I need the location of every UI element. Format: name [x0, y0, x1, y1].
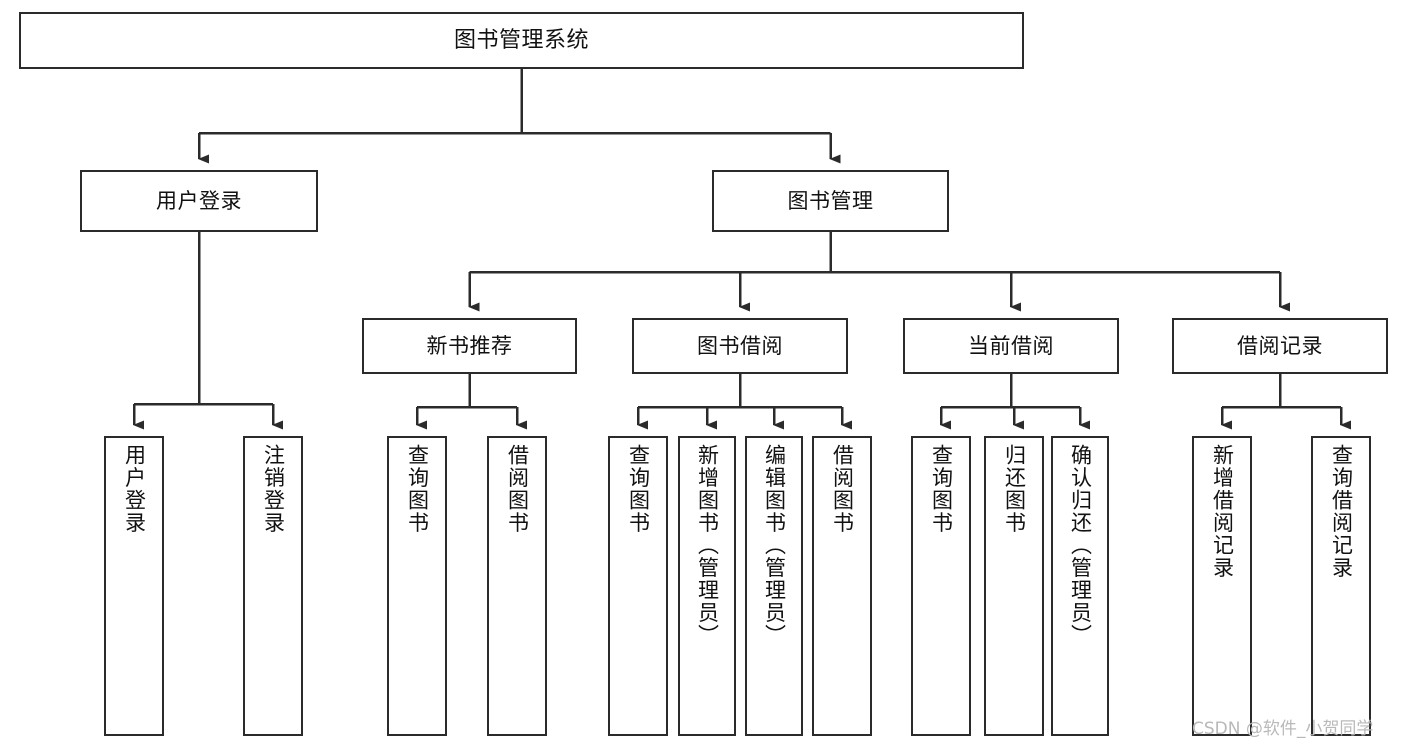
- node-label: 新增借阅记录: [1210, 444, 1235, 579]
- node-leaf-current-1[interactable]: 查询图书: [911, 436, 971, 736]
- node-label: 借阅图书: [505, 444, 530, 534]
- node-leaf-records-2[interactable]: 查询借阅记录: [1311, 436, 1371, 736]
- node-leaf-records-1[interactable]: 新增借阅记录: [1192, 436, 1252, 736]
- node-label: 查询借阅记录: [1329, 444, 1354, 579]
- connector-group: [132, 69, 1351, 430]
- node-leaf-borrow-1[interactable]: 查询图书: [608, 436, 668, 736]
- node-label: 借阅记录: [1237, 333, 1323, 358]
- node-bookmgmt[interactable]: 图书管理: [712, 170, 949, 232]
- node-label: 当前借阅: [968, 333, 1054, 358]
- node-label: 新书推荐: [426, 333, 513, 358]
- node-label: 图书借阅: [697, 333, 783, 358]
- node-borrow[interactable]: 图书借阅: [632, 318, 848, 374]
- node-label: 图书管理: [787, 188, 874, 213]
- node-label: 编辑图书（管理员）: [762, 444, 787, 647]
- node-current[interactable]: 当前借阅: [903, 318, 1119, 374]
- node-label: 归还图书: [1002, 444, 1027, 534]
- node-leaf-current-2[interactable]: 归还图书: [984, 436, 1044, 736]
- node-leaf-newbook-2[interactable]: 借阅图书: [487, 436, 547, 736]
- node-leaf-borrow-3[interactable]: 编辑图书（管理员）: [745, 436, 803, 736]
- node-login[interactable]: 用户登录: [80, 170, 318, 232]
- node-newbook[interactable]: 新书推荐: [362, 318, 577, 374]
- node-label: 图书管理系统: [453, 27, 589, 53]
- node-label: 查询图书: [405, 444, 430, 534]
- node-leaf-login-1[interactable]: 用户登录: [104, 436, 164, 736]
- node-leaf-login-2[interactable]: 注销登录: [243, 436, 303, 736]
- node-label: 确认归还（管理员）: [1068, 444, 1093, 647]
- node-label: 借阅图书: [830, 444, 855, 534]
- node-label: 查询图书: [929, 444, 954, 534]
- node-label: 新增图书（管理员）: [695, 444, 720, 647]
- node-label: 注销登录: [261, 444, 286, 534]
- node-leaf-borrow-2[interactable]: 新增图书（管理员）: [678, 436, 736, 736]
- node-label: 查询图书: [626, 444, 651, 534]
- node-label: 用户登录: [122, 444, 147, 534]
- node-leaf-newbook-1[interactable]: 查询图书: [387, 436, 447, 736]
- node-root[interactable]: 图书管理系统: [19, 12, 1024, 69]
- node-leaf-current-3[interactable]: 确认归还（管理员）: [1051, 436, 1109, 736]
- node-records[interactable]: 借阅记录: [1172, 318, 1388, 374]
- node-label: 用户登录: [156, 188, 242, 213]
- node-leaf-borrow-4[interactable]: 借阅图书: [812, 436, 872, 736]
